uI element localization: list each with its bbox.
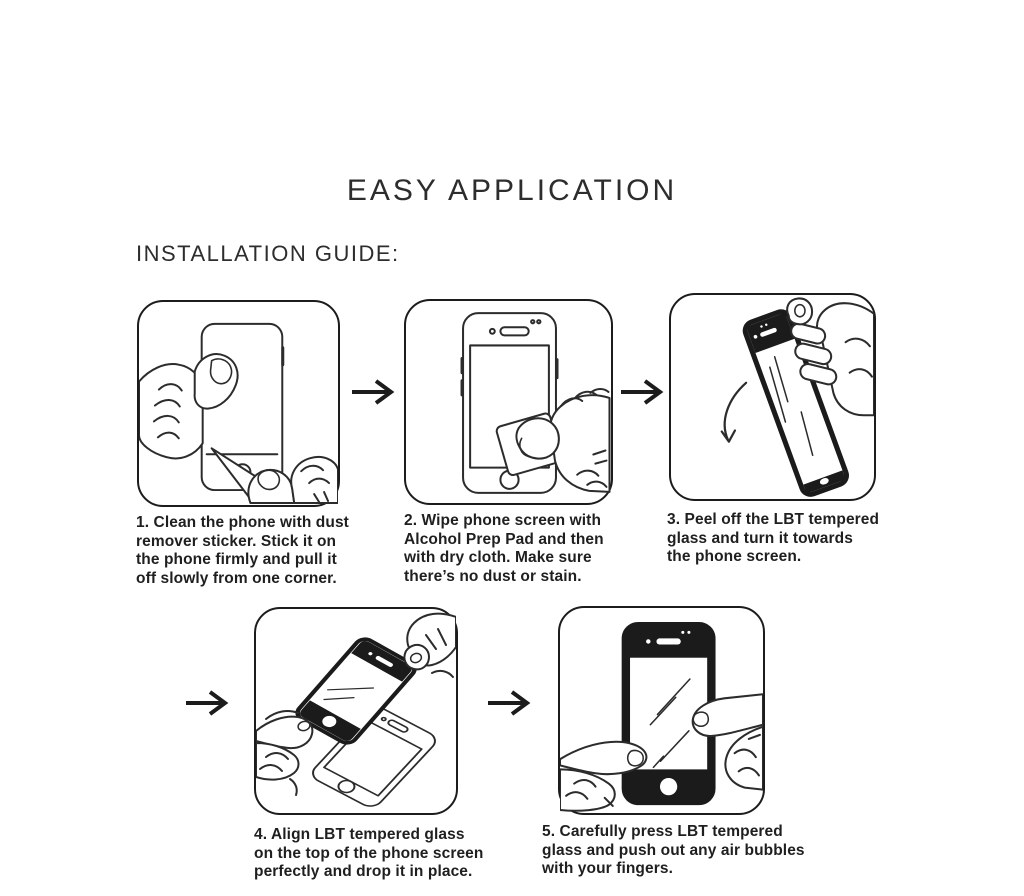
step-4-caption: 4. Align LBT tempered glass on the top o…	[254, 826, 484, 881]
step-5-panel	[558, 606, 765, 815]
arrow-right-icon	[186, 690, 229, 716]
hand-with-pad-icon	[495, 387, 611, 493]
step-1-panel	[137, 300, 340, 507]
top-right-hand-icon	[403, 612, 456, 678]
step-2-caption: 2. Wipe phone screen with Alcohol Prep P…	[404, 512, 604, 585]
page-title: EASY APPLICATION	[346, 174, 678, 207]
tempered-glass-icon	[295, 637, 417, 745]
bottom-left-hand-icon	[256, 710, 314, 796]
step-1-caption: 1. Clean the phone with dust remover sti…	[136, 514, 349, 587]
left-hand-icon	[139, 353, 239, 460]
step-5-illustration	[560, 621, 763, 812]
step-3-panel	[669, 293, 876, 501]
left-thumb-icon	[560, 740, 648, 812]
step-5-caption: 5. Carefully press LBT tempered glass an…	[542, 823, 805, 878]
phone-icon	[460, 312, 559, 494]
turn-arrow-icon	[720, 381, 748, 443]
step-2-illustration	[460, 312, 611, 494]
arrow-right-icon	[488, 690, 531, 716]
arrow-right-icon	[352, 379, 395, 405]
holding-hand-icon	[786, 297, 874, 417]
right-finger-icon	[691, 693, 763, 791]
step-2-panel	[404, 299, 613, 505]
section-heading: INSTALLATION GUIDE:	[136, 241, 400, 266]
step-1-illustration	[139, 322, 338, 504]
step-3-illustration	[720, 297, 874, 497]
step-4-illustration	[256, 612, 456, 807]
step-3-caption: 3. Peel off the LBT tempered glass and t…	[667, 511, 880, 566]
step-4-panel	[254, 607, 458, 815]
tempered-glass-icon	[742, 309, 849, 497]
right-hand-icon	[247, 456, 338, 504]
arrow-right-icon	[621, 379, 664, 405]
